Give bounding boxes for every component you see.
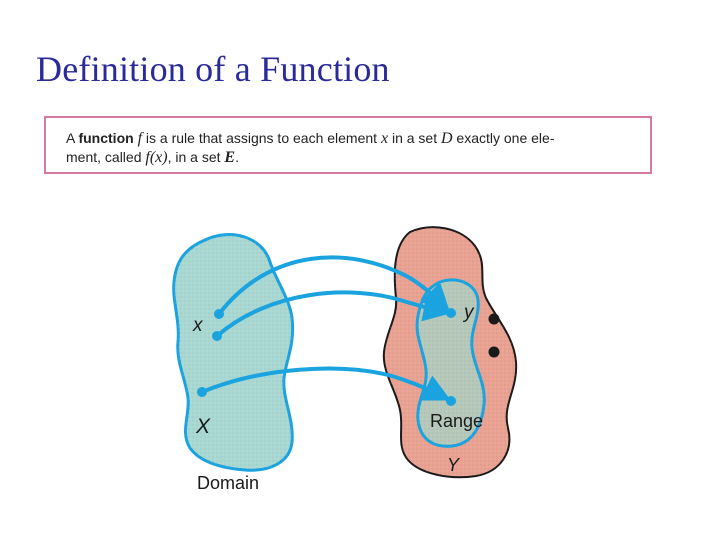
math-f: f bbox=[137, 130, 143, 147]
definition-line-2: ment, called f(x), in a set E. bbox=[66, 148, 634, 167]
math-paren-x: (x) bbox=[149, 149, 168, 166]
label-x: x bbox=[192, 315, 204, 336]
definition-text: exactly one ele- bbox=[452, 130, 555, 146]
definition-line-1: A function f is a rule that assigns to e… bbox=[66, 129, 634, 148]
range-point bbox=[446, 396, 456, 406]
page-title: Definition of a Function bbox=[36, 49, 390, 89]
mapping-arrow bbox=[201, 366, 452, 401]
definition-text: is a rule that assigns to each element bbox=[142, 130, 381, 146]
math-x: x bbox=[380, 130, 389, 147]
definition-term: function bbox=[78, 130, 134, 146]
domain-point bbox=[212, 331, 222, 341]
label-set-Y: Y bbox=[447, 455, 461, 475]
definition-text: A bbox=[66, 130, 79, 146]
math-f: f bbox=[145, 149, 150, 166]
label-set-X: X bbox=[195, 415, 211, 438]
range-point-y bbox=[446, 308, 456, 318]
codomain-point bbox=[488, 346, 500, 358]
math-D: D bbox=[440, 130, 453, 147]
range-texture bbox=[417, 280, 485, 447]
domain-texture bbox=[173, 234, 293, 471]
label-range: Range bbox=[430, 411, 483, 431]
domain-point-x bbox=[214, 309, 224, 319]
definition-box: A function f is a rule that assigns to e… bbox=[44, 116, 652, 174]
math-E: E bbox=[224, 149, 236, 166]
definition-text: . bbox=[235, 149, 239, 165]
domain-point bbox=[197, 387, 207, 397]
label-domain: Domain bbox=[197, 473, 259, 493]
definition-text: in a set bbox=[388, 130, 441, 146]
codomain-point bbox=[488, 313, 500, 325]
definition-text: , in a set bbox=[167, 149, 225, 165]
label-y: y bbox=[462, 302, 475, 323]
definition-text: ment, called bbox=[66, 149, 146, 165]
mapping-arrow bbox=[215, 290, 452, 338]
